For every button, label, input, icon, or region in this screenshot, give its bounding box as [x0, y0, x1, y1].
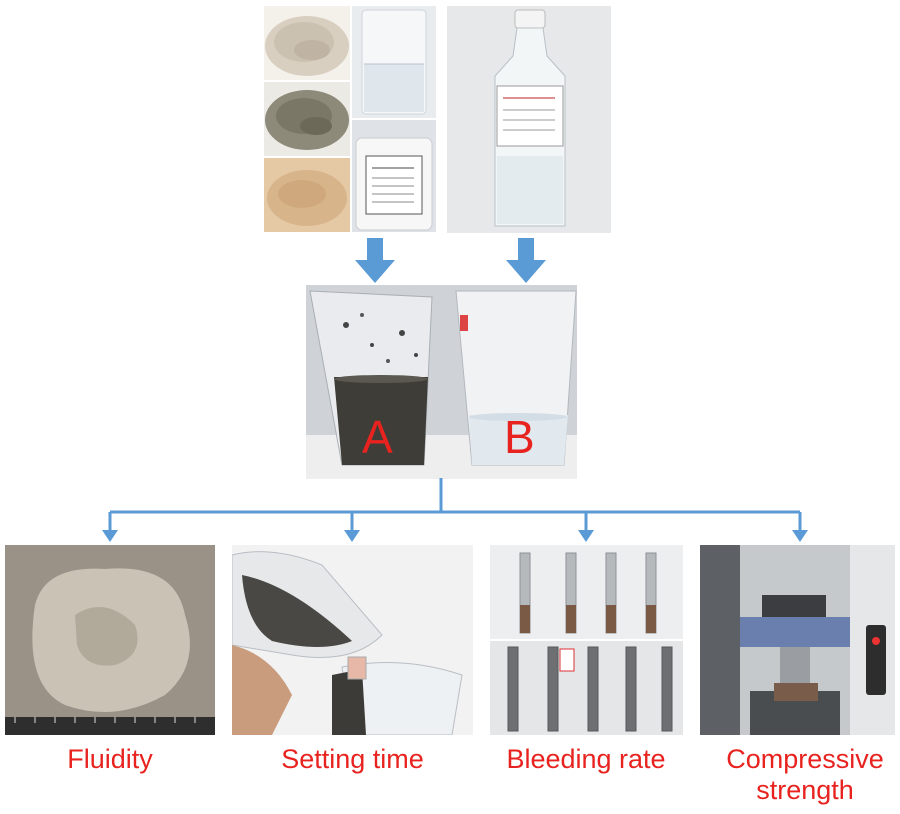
beaker-a-label: A: [362, 411, 393, 463]
powder-sample-2-photo: [264, 82, 350, 156]
mixed-beakers-photo: [306, 285, 577, 479]
down-arrow-left-icon: [354, 238, 396, 284]
chemical-container-photo: [352, 120, 436, 232]
powder-sample-1-photo: [264, 6, 350, 80]
compressive-strength-caption: Compressive strength: [726, 744, 884, 805]
branch-connector: [0, 478, 900, 548]
powder-sample-3-photo: [264, 158, 350, 232]
beaker-b-label: B: [504, 411, 535, 463]
bleeding-rate-photo: [490, 545, 683, 735]
down-arrow-right-icon: [505, 238, 547, 284]
reagent-bottle-photo: [447, 6, 611, 233]
setting-time-caption: Setting time: [281, 744, 424, 774]
setting-time-photo: [232, 545, 473, 735]
liquid-beaker-photo: [352, 6, 436, 118]
compressive-strength-photo: [700, 545, 895, 735]
bleeding-rate-caption: Bleeding rate: [506, 744, 666, 774]
fluidity-test-photo: [5, 545, 215, 735]
fluidity-caption: Fluidity: [67, 744, 153, 774]
